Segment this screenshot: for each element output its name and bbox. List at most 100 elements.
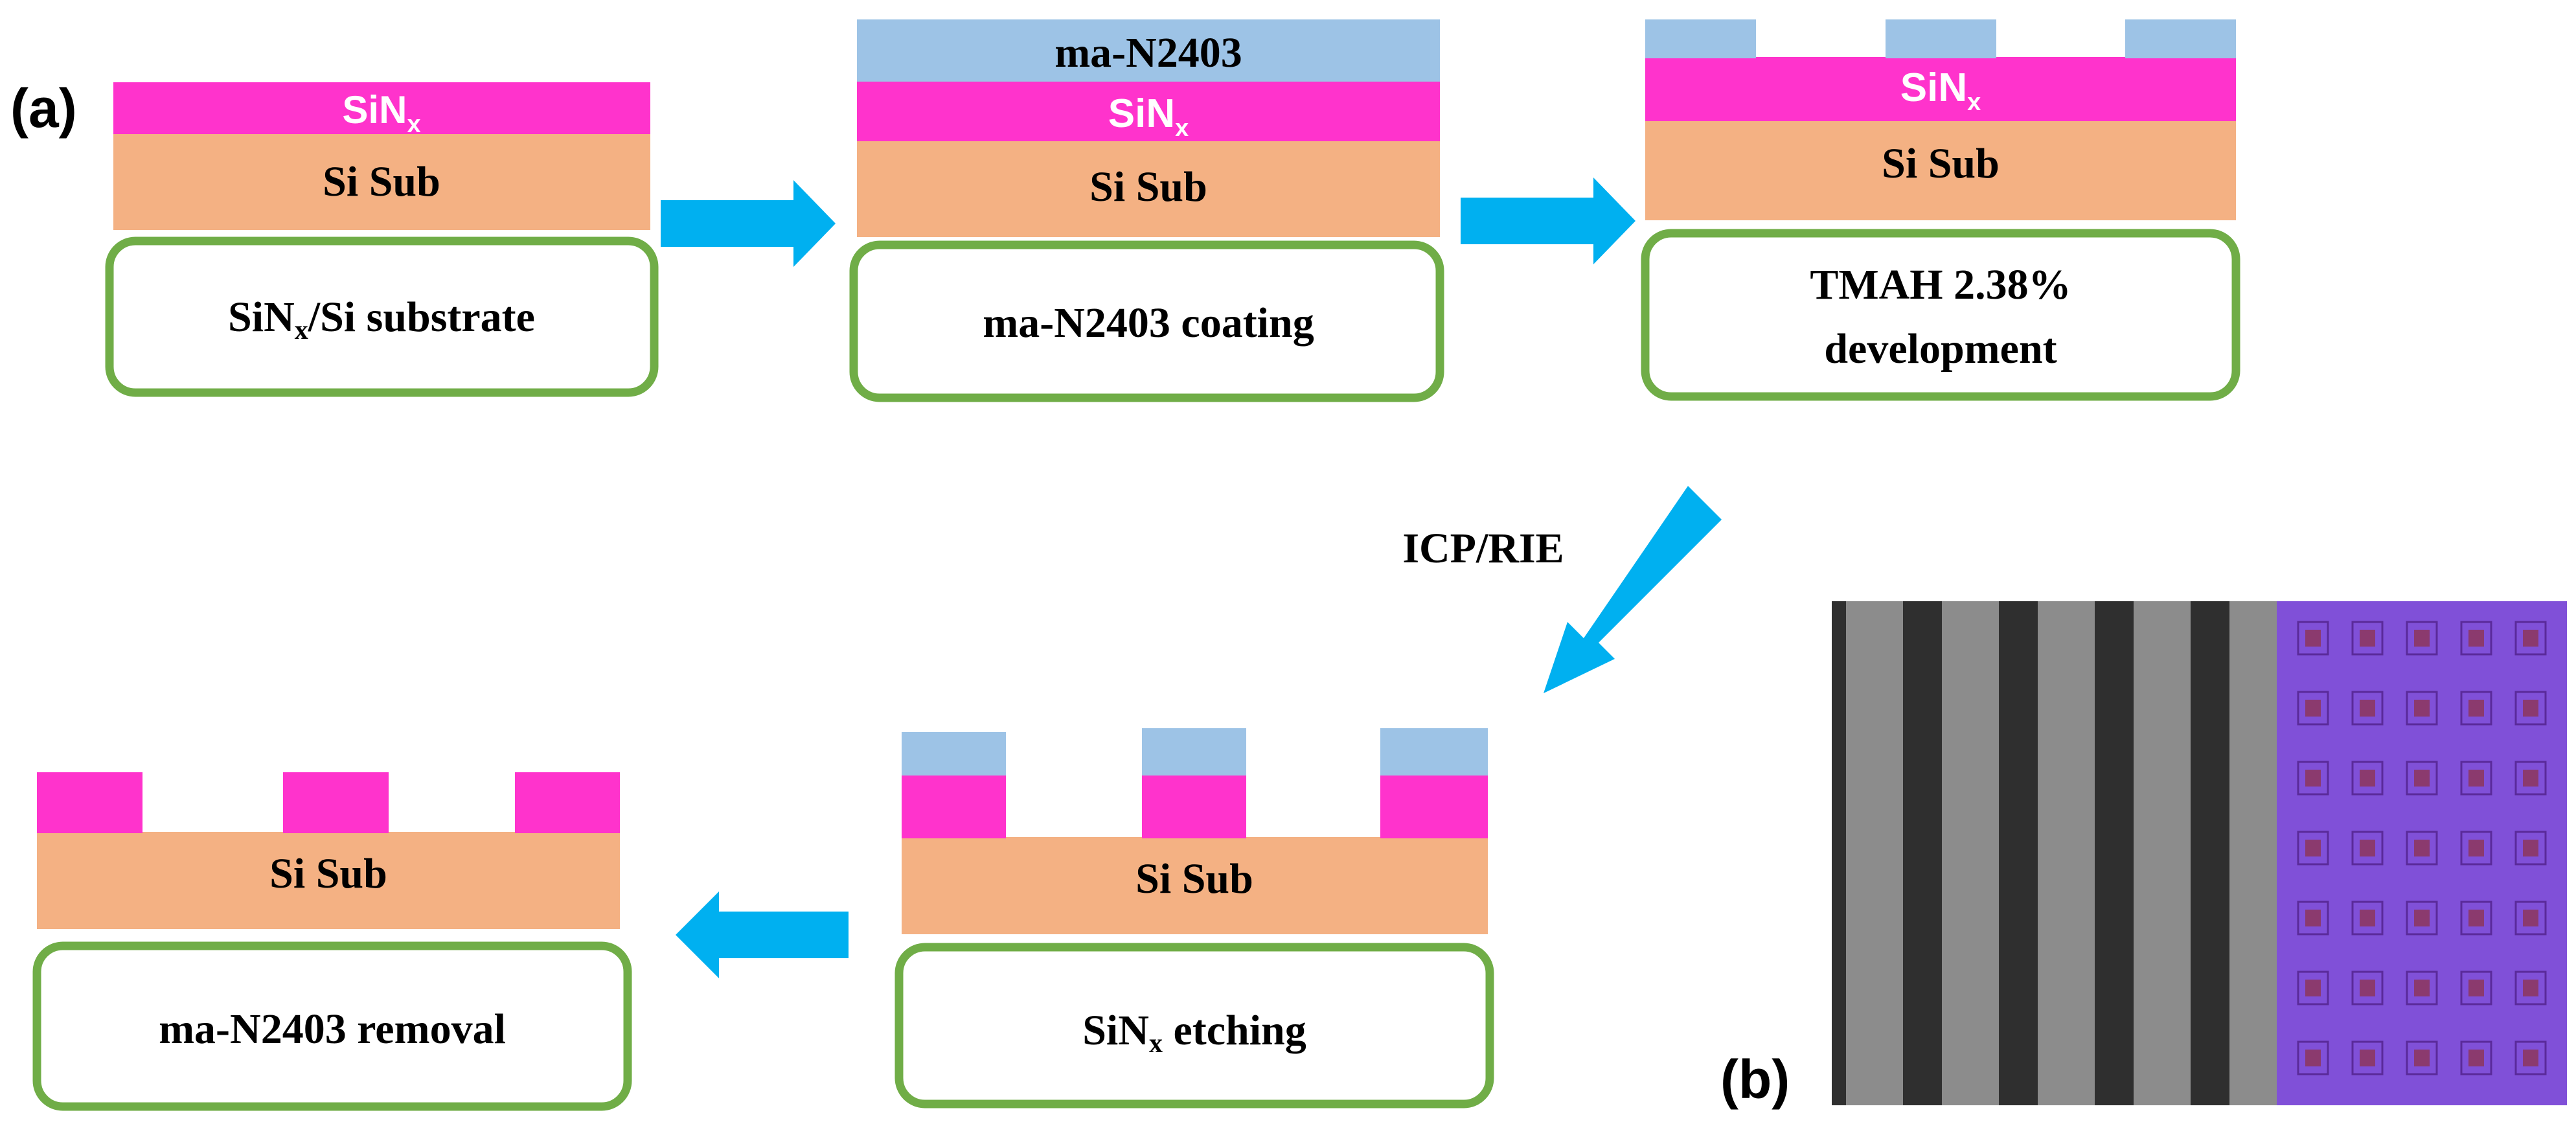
- optical-pad-outline: [2297, 831, 2329, 866]
- optical-pad: [2468, 1050, 2484, 1066]
- sinx-pattern: [515, 772, 620, 833]
- optical-pad: [2523, 1050, 2538, 1066]
- optical-pad-outline: [2351, 901, 2384, 936]
- optical-pad-outline: [2351, 761, 2384, 796]
- sinx-pattern: [1142, 774, 1246, 838]
- step-5-stack: Si Sub: [37, 772, 620, 929]
- optical-pad-outline: [2351, 621, 2384, 656]
- optical-pad: [2523, 840, 2538, 856]
- sem-image: [1832, 601, 2277, 1105]
- optical-pad-outline: [2406, 901, 2438, 936]
- optical-pad: [2414, 630, 2430, 647]
- sem-stripe: [2229, 601, 2277, 1105]
- optical-pad-outline: [2460, 901, 2492, 936]
- optical-pad: [2414, 980, 2430, 996]
- optical-pad-outline: [2406, 691, 2438, 726]
- right-arrow-icon: [661, 180, 836, 267]
- optical-pad: [2523, 980, 2538, 996]
- si-substrate-label: Si Sub: [1135, 855, 1253, 902]
- step-1-box: [105, 236, 659, 397]
- icp-rie-label: ICP/RIE: [1402, 525, 1564, 572]
- optical-pad-outline: [2297, 1040, 2329, 1075]
- right-arrow-icon: [1461, 178, 1636, 264]
- optical-pad: [2468, 630, 2484, 647]
- resist-layer: [857, 19, 1440, 82]
- sinx-layer: [857, 80, 1440, 141]
- optical-pad: [2360, 700, 2375, 717]
- sinx-layer-label: SiNx: [1108, 91, 1189, 142]
- step-4-label: SiNx etching: [1082, 1007, 1306, 1059]
- sinx-layer: [1645, 57, 2236, 121]
- step-1-label: SiNx/Si substrate: [228, 293, 535, 345]
- sinx-layer: [113, 82, 650, 134]
- optical-pad: [2305, 1050, 2321, 1066]
- optical-pad: [2414, 770, 2430, 787]
- step-1-stack: SiNx Si Sub: [113, 82, 650, 230]
- optical-pad-outline: [2460, 831, 2492, 866]
- optical-pad: [2414, 910, 2430, 926]
- sinx-layer-label: SiNx: [342, 88, 420, 138]
- optical-image: [2277, 601, 2567, 1105]
- optical-pad: [2523, 770, 2538, 787]
- optical-pad-outline: [2514, 1040, 2547, 1075]
- optical-pad-outline: [2460, 761, 2492, 796]
- sem-stripe: [2038, 601, 2095, 1105]
- optical-pad-outline: [2460, 691, 2492, 726]
- sinx-layer-label: SiNx: [1900, 65, 1981, 116]
- step-3-label-line-1: TMAH 2.38%: [1810, 261, 2071, 308]
- optical-pad: [2523, 910, 2538, 926]
- resist-pattern: [2125, 19, 2236, 58]
- optical-pad-outline: [2514, 691, 2547, 726]
- optical-pad-outline: [2514, 971, 2547, 1005]
- optical-pad: [2305, 840, 2321, 856]
- resist-layer-label: ma-N2403: [1054, 29, 1242, 76]
- optical-pad-outline: [2297, 761, 2329, 796]
- si-substrate-layer: [902, 837, 1488, 934]
- panel-label-b: (b): [1720, 1049, 1790, 1110]
- step-3-label-line-2: development: [1824, 325, 2057, 373]
- panel-label-a: (a): [10, 78, 77, 139]
- optical-pad-outline: [2514, 901, 2547, 936]
- step-5-label: ma-N2403 removal: [159, 1005, 506, 1053]
- optical-pad-outline: [2514, 761, 2547, 796]
- optical-pad: [2523, 630, 2538, 647]
- step-2-stack: ma-N2403 SiNx Si Sub: [857, 19, 1440, 237]
- sinx-pattern: [37, 772, 142, 833]
- si-substrate-layer: [857, 140, 1440, 237]
- sinx-pattern: [1380, 774, 1488, 838]
- optical-pad-outline: [2297, 691, 2329, 726]
- optical-pad: [2360, 840, 2375, 856]
- si-substrate-label: Si Sub: [1089, 163, 1207, 211]
- down-left-arrow-icon: [1544, 486, 1722, 693]
- sinx-pattern: [902, 774, 1006, 838]
- si-substrate-layer: [1645, 120, 2236, 220]
- optical-pad: [2414, 1050, 2430, 1066]
- optical-pad: [2523, 700, 2538, 717]
- optical-pad-outline: [2297, 971, 2329, 1005]
- optical-pad: [2468, 770, 2484, 787]
- si-substrate-layer: [37, 832, 620, 929]
- optical-pad: [2305, 630, 2321, 647]
- optical-pad-outline: [2297, 901, 2329, 936]
- resist-pattern: [1380, 728, 1488, 776]
- optical-pad: [2468, 980, 2484, 996]
- optical-pad: [2360, 770, 2375, 787]
- step-2-box: [849, 240, 1444, 402]
- si-substrate-layer: [113, 133, 650, 230]
- optical-pad: [2305, 980, 2321, 996]
- optical-pad-outline: [2460, 1040, 2492, 1075]
- resist-pattern: [1886, 19, 1996, 58]
- optical-pad-outline: [2406, 761, 2438, 796]
- optical-pad-outline: [2514, 621, 2547, 656]
- optical-pad: [2305, 910, 2321, 926]
- step-4-box: [895, 943, 1494, 1109]
- optical-pad: [2360, 1050, 2375, 1066]
- optical-pad-outline: [2406, 621, 2438, 656]
- optical-pad: [2360, 910, 2375, 926]
- step-3-stack: SiNx Si Sub: [1645, 19, 2236, 220]
- si-substrate-label: Si Sub: [1882, 140, 2000, 187]
- optical-pad-outline: [2297, 621, 2329, 656]
- optical-pad: [2305, 700, 2321, 717]
- optical-pad-outline: [2460, 971, 2492, 1005]
